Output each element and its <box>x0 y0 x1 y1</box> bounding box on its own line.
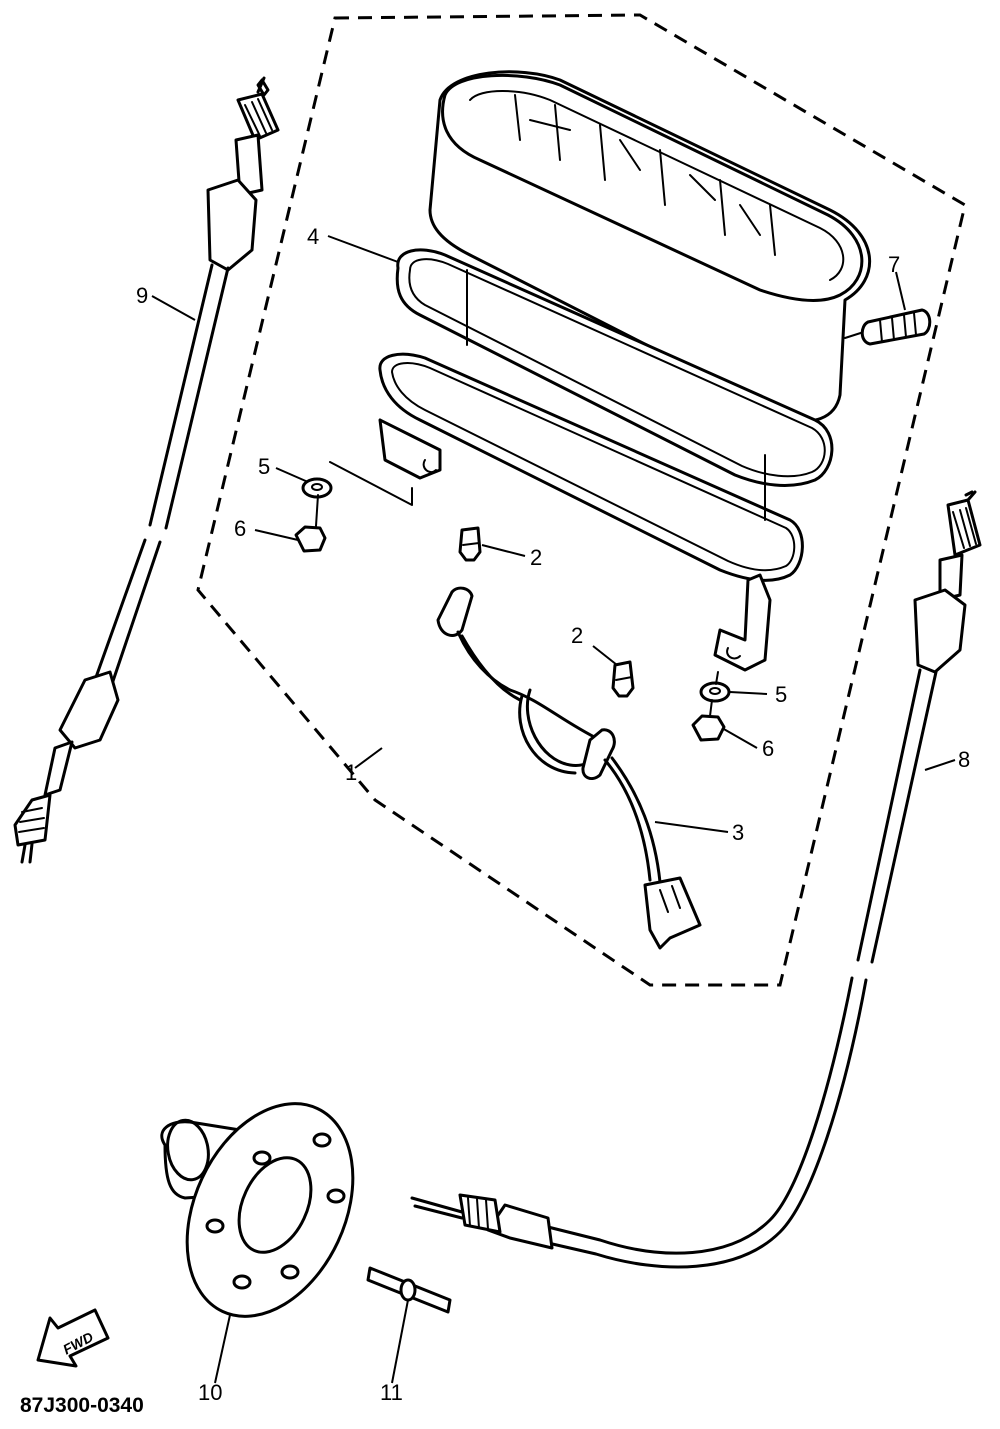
callout-7: 7 <box>888 252 900 277</box>
callout-4: 4 <box>307 224 319 249</box>
washer-right <box>699 681 731 703</box>
callout-leaders <box>151 235 956 1384</box>
bulb-upper <box>458 526 482 562</box>
speedometer-cable <box>410 490 982 1269</box>
wiring-harness <box>436 586 702 950</box>
trip-reset-knob <box>844 308 932 346</box>
callout-6-right: 6 <box>762 736 774 761</box>
callout-11: 11 <box>380 1380 403 1405</box>
drawing-code: 87J300-0340 <box>20 1394 144 1417</box>
callout-10: 10 <box>198 1380 222 1405</box>
callout-2-upper: 2 <box>530 545 542 570</box>
callout-5-left: 5 <box>258 454 270 479</box>
callout-5-right: 5 <box>775 682 787 707</box>
tachometer-cable <box>13 76 280 864</box>
drive-pin <box>366 1266 452 1314</box>
forward-direction-arrow: FWD <box>36 1308 110 1368</box>
callout-9: 9 <box>136 283 148 308</box>
meter-housing <box>428 70 871 450</box>
callout-1: 1 <box>345 760 357 785</box>
meter-assembly-boundary <box>196 13 967 987</box>
meter-bracket <box>378 269 804 672</box>
callout-8: 8 <box>958 747 970 772</box>
callout-3: 3 <box>732 820 744 845</box>
drive-hub-plate <box>160 1102 355 1318</box>
nut-right <box>691 714 726 742</box>
bulb-lower <box>611 660 635 698</box>
callout-2-lower: 2 <box>571 623 583 648</box>
gasket-ring <box>395 248 834 487</box>
callout-6-left: 6 <box>234 516 246 541</box>
nut-left <box>294 525 327 553</box>
